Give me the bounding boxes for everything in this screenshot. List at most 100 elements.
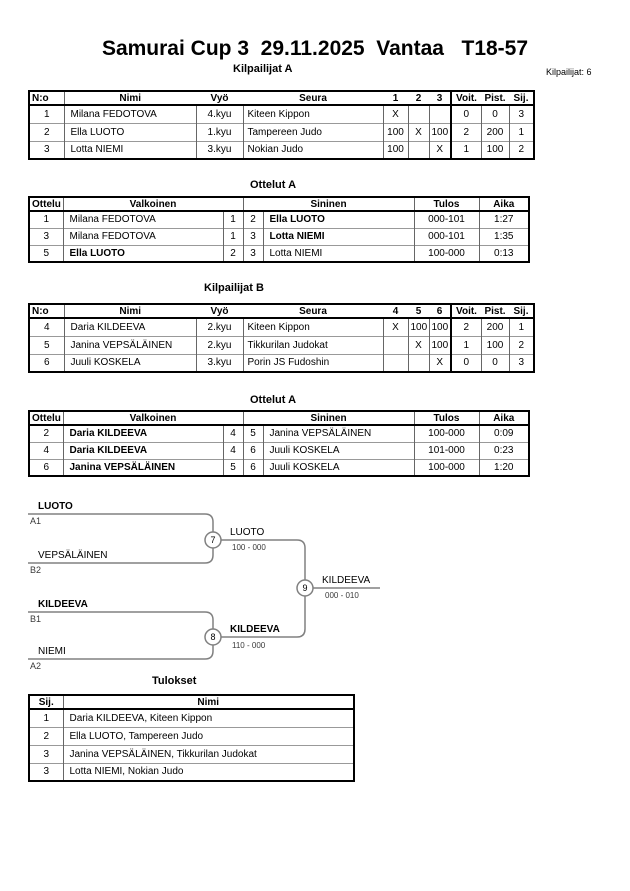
cell-result-4: X [382,317,408,336]
cell-no: 5 [29,335,64,354]
cell-result-6: 100 [428,317,451,336]
bracket-line [28,637,214,660]
header-points: Pist. [481,91,509,106]
cell-result-3: 100 [428,122,451,141]
cell-white-name: Ella LUOTO [62,244,223,262]
cell-result-2 [407,140,429,159]
section-heading-pool-a: Kilpailijat A [233,63,293,75]
cell-score: 101-000 [413,441,479,459]
header-time: Aika [478,197,529,212]
bracket-line [221,539,306,588]
table-header-row: Sij. Nimi [29,695,354,710]
cell-result-4 [382,335,408,354]
cell-time: 0:09 [478,424,529,442]
table-row: 6 Janina VEPSÄLÄINEN 5 6 Juuli KOSKELA 1… [29,458,529,476]
cell-match-no: 6 [29,458,63,476]
header-result-2: 2 [408,91,429,106]
table-row: 2 Ella LUOTO, Tampereen Judo [29,726,354,745]
results-table: Sij. Nimi 1 Daria KILDEEVA, Kiteen Kippo… [28,694,355,782]
match-number: 7 [210,535,215,545]
bracket-line [28,513,214,540]
header-result-3: 3 [429,91,451,106]
cell-points: 200 [480,122,509,141]
cell-points: 0 [480,353,509,372]
bracket-line [28,540,214,564]
cell-place: 2 [508,140,534,159]
cell-club: Nokian Judo [242,140,383,159]
header-club: Seura [243,304,383,319]
cell-blue-name: Juuli KOSKELA [262,441,414,459]
section-heading-matches-a: Ottelut A [250,179,297,191]
cell-white-name: Janina VEPSÄLÄINEN [62,458,223,476]
cell-result-5: 100 [407,317,429,336]
table-header-row: Ottelu Valkoinen Sininen Tulos Aika [29,197,529,212]
cell-score: 000-101 [413,227,479,245]
table-row: 1 Milana FEDOTOVA 4.kyu Kiteen Kippon X … [29,104,534,123]
cell-wins: 1 [450,335,481,354]
header-white: Valkoinen [62,411,243,426]
match-circle-7 [204,531,222,549]
match-circle-9 [296,579,314,597]
cell-blue-no: 3 [242,227,263,245]
cell-points: 0 [480,104,509,123]
matches-b-table: Ottelu Valkoinen Sininen Tulos Aika 2 Da… [28,410,530,477]
cell-result-2 [407,104,429,123]
cell-name: Janina VEPSÄLÄINEN [63,335,196,354]
cell-match-no: 4 [29,441,63,459]
cell-place: 1 [508,317,534,336]
bracket-match-score: 000 - 010 [325,591,359,600]
header-white: Valkoinen [62,197,243,212]
cell-club: Kiteen Kippon [242,317,383,336]
cell-time: 0:23 [478,441,529,459]
cell-points: 100 [480,140,509,159]
table-row: 5 Janina VEPSÄLÄINEN 2.kyu Tikkurilan Ju… [29,335,534,354]
cell-white-no: 1 [222,210,243,228]
header-name: Nimi [63,304,196,319]
cell-white-name: Daria KILDEEVA [62,424,223,442]
header-name: Nimi [62,695,354,710]
cell-place: 2 [29,726,63,745]
cell-place: 3 [29,762,63,781]
pool-a-table: N:o Nimi Vyö Seura 1 2 3 Voit. Pist. Sij… [28,90,535,160]
competitors-count-label: Kilpailijat: 6 [546,67,592,77]
cell-wins: 1 [450,140,481,159]
header-time: Aika [478,411,529,426]
header-wins: Voit. [450,91,481,106]
section-heading-pool-b: Kilpailijat B [204,282,264,294]
bracket-winner-name: KILDEEVA [322,575,371,586]
section-heading-results: Tulokset [152,675,197,687]
cell-wins: 0 [450,104,481,123]
section-heading-matches-b: Ottelut A [250,394,297,406]
cell-score: 100-000 [413,424,479,442]
header-belt: Vyö [196,91,243,106]
cell-match-no: 3 [29,227,63,245]
cell-blue-name: Ella LUOTO [262,210,414,228]
cell-white-no: 4 [222,424,243,442]
cell-points: 200 [480,317,509,336]
table-row: 4 Daria KILDEEVA 4 6 Juuli KOSKELA 101-0… [29,441,529,459]
cell-no: 2 [29,122,64,141]
header-club: Seura [243,91,383,106]
table-header-row: N:o Nimi Vyö Seura 1 2 3 Voit. Pist. Sij… [29,91,534,106]
cell-belt: 2.kyu [195,317,243,336]
cell-white-name: Milana FEDOTOVA [62,227,223,245]
header-place: Sij. [509,91,534,106]
cell-white-name: Daria KILDEEVA [62,441,223,459]
table-row: 5 Ella LUOTO 2 3 Lotta NIEMI 100-000 0:1… [29,244,529,262]
cell-time: 1:35 [478,227,529,245]
header-result-5: 5 [408,304,429,319]
cell-blue-no: 6 [242,441,263,459]
table-row: 2 Daria KILDEEVA 4 5 Janina VEPSÄLÄINEN … [29,424,529,442]
header-result-4: 4 [383,304,408,319]
cell-place: 3 [508,104,534,123]
match-circle-8 [204,628,222,646]
table-row: 1 Milana FEDOTOVA 1 2 Ella LUOTO 000-101… [29,210,529,228]
bracket-line [221,588,306,638]
cell-name: Milana FEDOTOVA [63,104,196,123]
header-result-1: 1 [383,91,408,106]
cell-match-no: 5 [29,244,63,262]
cell-result-6: 100 [428,335,451,354]
cell-time: 0:13 [478,244,529,262]
cell-result-1: 100 [382,140,408,159]
table-row: 3 Milana FEDOTOVA 1 3 Lotta NIEMI 000-10… [29,227,529,245]
